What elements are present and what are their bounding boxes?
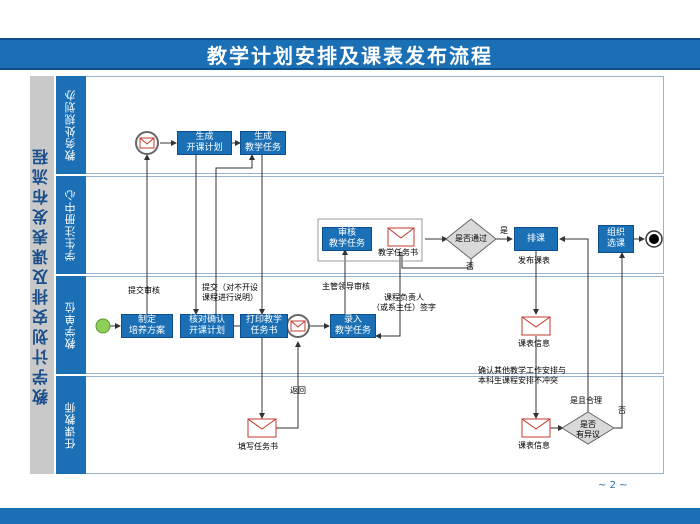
page-number: ~ 2 ~ — [598, 480, 628, 491]
label-yes-pass: 是 — [500, 226, 508, 235]
label-return: 返回 — [290, 386, 306, 395]
label-no-objection: 否 — [618, 406, 626, 415]
node-organize: 组织 选课 — [598, 225, 634, 253]
node-review: 审核 教学任务 — [322, 227, 372, 251]
label-leader-review: 主管领导审核 — [322, 282, 370, 291]
label-publish: 发布课表 — [518, 256, 550, 265]
label-fill-task: 填写任务书 — [238, 442, 278, 451]
node-gen-plan: 生成 开课计划 — [177, 131, 232, 155]
label-confirm: 确认其他教学工作安排与 本科生课程安排不冲突 — [478, 366, 566, 385]
decision-objection-label: 是否 有异议 — [576, 420, 600, 439]
end-event — [645, 230, 663, 248]
message-event-icon — [286, 314, 310, 338]
node-gen-task: 生成 教学任务 — [240, 131, 286, 155]
label-submit-explain: 提交（对不开设 课程进行说明） — [202, 283, 258, 302]
label-course-owner: 课程负责人 （或系主任）签字 — [372, 293, 436, 312]
start-event — [95, 318, 111, 334]
top-margin — [0, 0, 700, 38]
label-submit-review: 提交审核 — [128, 286, 160, 295]
node-make-plan: 制定 培养方案 — [121, 314, 173, 338]
label-task-book: 教学任务书 — [378, 248, 418, 257]
page-number-ornament-left: ~ — [598, 480, 607, 491]
page-title: 教学计划安排及课表发布流程 — [0, 38, 700, 70]
envelope-icon — [521, 418, 551, 438]
envelope-icon — [247, 418, 277, 438]
decision-is-pass-label: 是否通过 — [455, 234, 487, 243]
lane-box-2 — [64, 176, 664, 274]
decision-is-pass — [445, 218, 497, 260]
lane-box-4 — [64, 376, 664, 474]
node-verify: 核对确认 开课计划 — [180, 314, 234, 338]
bottom-bar — [0, 508, 700, 524]
page-number-ornament-right: ~ — [619, 480, 628, 491]
envelope-icon — [317, 218, 423, 262]
node-schedule: 排课 — [514, 227, 558, 251]
decision-objection — [561, 411, 615, 445]
label-reasonable: 是且合理 — [570, 396, 602, 405]
node-print: 打印教学 任务书 — [240, 314, 288, 338]
label-schedule-info-2: 课表信息 — [518, 441, 550, 450]
label-schedule-info-1: 课表信息 — [518, 339, 550, 348]
node-enter: 录入 教学任务 — [330, 314, 376, 338]
lane-box-1 — [64, 76, 664, 174]
envelope-icon — [521, 316, 551, 336]
page-number-value: 2 — [609, 480, 616, 491]
message-event-icon — [135, 131, 159, 155]
label-no-pass: 否 — [466, 262, 474, 271]
